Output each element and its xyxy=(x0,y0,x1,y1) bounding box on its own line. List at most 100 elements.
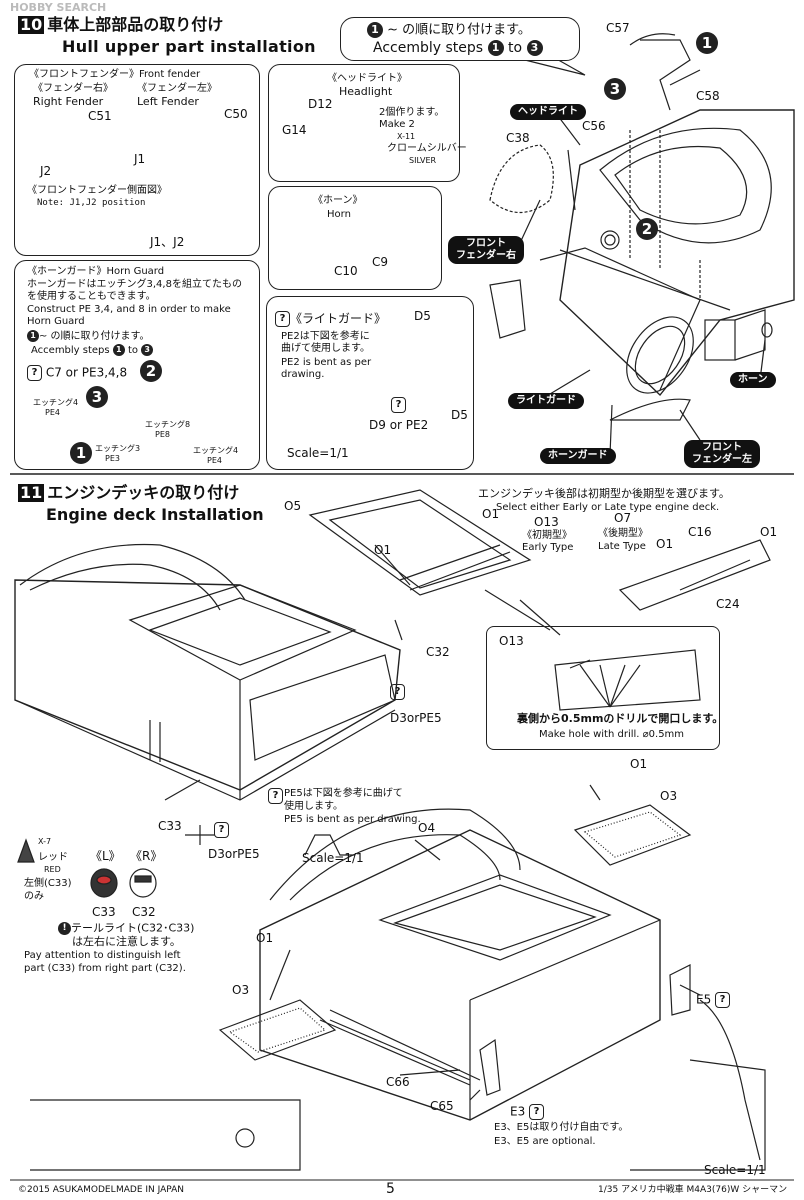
pe8-label: PE8 xyxy=(155,430,170,439)
footer-made-in: MADE IN JAPAN xyxy=(116,1185,185,1195)
label-front-fender-right: フロント フェンダー右 xyxy=(448,236,524,264)
footer-copyright: ©2015 ASUKAMODEL xyxy=(18,1185,116,1195)
horn-box: 《ホーン》 Horn xyxy=(268,186,442,290)
part-d5-a: D5 xyxy=(414,309,431,323)
step-marker-2: 2 xyxy=(140,360,162,382)
part-e5: E5 xyxy=(696,992,712,1007)
headlight-en: Headlight xyxy=(339,85,393,98)
paint-en: SILVER xyxy=(409,156,437,165)
left-fender-jp: 《フェンダー左》 xyxy=(137,83,217,94)
pe2-jp1: PE2は下図を参考に xyxy=(281,331,370,342)
label-horn: ホーン xyxy=(730,372,776,388)
paint-code-red: X-7 xyxy=(38,837,52,846)
fender-title-en: Front fender xyxy=(139,69,201,80)
label-light-guard: ライトガード xyxy=(508,393,584,409)
caution-icon: ? xyxy=(27,365,42,381)
part-c58: C58 xyxy=(696,89,720,103)
part-c57: C57 xyxy=(606,21,630,35)
right-fender-en: Right Fender xyxy=(33,95,104,108)
part-o1-d: O1 xyxy=(374,543,392,557)
hornguard-steps-en: Accembly steps xyxy=(31,345,110,356)
make2-jp: 2個作ります。 xyxy=(379,107,445,118)
step11-title-en: Engine deck Installation xyxy=(46,505,264,524)
pe5-scale: Scale=1/1 xyxy=(302,851,364,865)
pe2-en2: drawing. xyxy=(281,369,325,380)
fender-side-jp: 《フロントフェンダー側面図》 xyxy=(27,185,167,196)
part-o1-c: O1 xyxy=(760,525,778,539)
part-j2: J2 xyxy=(40,164,52,178)
fender-side-note: Note: J1,J2 position xyxy=(37,198,146,208)
o13-box-part: O13 xyxy=(499,634,524,648)
part-o1-a: O1 xyxy=(482,507,500,521)
horn-guard-box: 《ホーンガード》Horn Guard ホーンガードはエッチング3,4,8を組立て… xyxy=(14,260,260,470)
hornguard-en2: Horn Guard xyxy=(27,316,85,327)
taillight-c32: C32 xyxy=(132,905,156,919)
make2-en: Make 2 xyxy=(379,119,415,130)
hornguard-en1: Construct PE 3,4, and 8 in order to make xyxy=(27,304,231,315)
etch4-label: エッチング4 xyxy=(33,398,79,407)
step-marker-3: 3 xyxy=(86,386,108,408)
hole-en: Make hole with drill. ⌀0.5mm xyxy=(539,729,685,740)
headlight-jp: 《ヘッドライト》 xyxy=(327,73,407,84)
step10-title-jp: 車体上部部品の取り付け xyxy=(47,15,224,34)
left-only-jp2: のみ xyxy=(24,891,44,902)
callout-to: to xyxy=(507,40,523,56)
step-marker-2: 2 xyxy=(636,218,658,240)
etch8-label: エッチング8 xyxy=(145,420,191,429)
hornguard-steps-jp: ~ の順に取り付けます。 xyxy=(39,331,150,342)
optional-en: E3、E5 are optional. xyxy=(494,1136,596,1147)
part-c51: C51 xyxy=(88,109,112,123)
caution-icon: ? xyxy=(391,397,406,413)
part-o7: O7 xyxy=(614,511,632,525)
callout-jp: ~ の順に取り付けます。 xyxy=(387,22,531,38)
lightguard-jp: 《ライトガード》 xyxy=(290,311,387,326)
part-j1-j2: J1、J2 xyxy=(150,235,185,249)
kit-name: 1/35 アメリカ中戦車 M4A3(76)W シャーマン xyxy=(598,1185,788,1195)
caution-icon: ? xyxy=(715,992,731,1008)
taillight-jp1: テールライト(C32･C33) xyxy=(71,921,195,935)
part-c38: C38 xyxy=(506,131,530,145)
caution-icon: ? xyxy=(529,1104,545,1120)
part-e3: E3 xyxy=(510,1104,526,1119)
part-c56: C56 xyxy=(582,119,606,133)
part-c10: C10 xyxy=(334,264,358,278)
horn-jp: 《ホーン》 xyxy=(313,195,363,206)
front-fender-box: 《フロントフェンダー》Front fender 《フェンダー右》 Right F… xyxy=(14,64,260,256)
e5-scale: Scale=1/1 xyxy=(704,1163,766,1177)
pe5-en: PE5 is bent as per drawing. xyxy=(284,814,421,825)
hole-jp: 裏側から0.5mmのドリルで開口します。 xyxy=(517,712,724,725)
callout-en: Accembly steps xyxy=(373,40,484,56)
hornguard-jp2: を使用することもできます。 xyxy=(27,291,156,302)
taillight-en1: Pay attention to distinguish left xyxy=(24,950,181,961)
part-o1-f: O1 xyxy=(256,931,274,945)
c7-option: C7 or PE3,4,8 xyxy=(45,365,128,380)
step10-title-en: Hull upper part installation xyxy=(62,37,316,56)
part-o1-e: O1 xyxy=(630,757,648,771)
part-c9: C9 xyxy=(372,255,389,269)
part-c32: C32 xyxy=(426,645,450,659)
pe3-label: PE3 xyxy=(105,454,120,463)
part-c50: C50 xyxy=(224,107,248,121)
part-o13: O13 xyxy=(534,515,559,529)
step-marker-3: 3 xyxy=(604,78,626,100)
d9-or-pe2: D9 or PE2 xyxy=(369,418,429,432)
step11-number: 11 xyxy=(18,483,45,502)
part-o3-a: O3 xyxy=(660,789,678,803)
pe2-jp2: 曲げて使用します。 xyxy=(281,343,370,354)
assembly-callout: 1 ~ の順に取り付けます。 Accembly steps 1 to 3 xyxy=(340,17,580,61)
part-c16: C16 xyxy=(688,525,712,539)
early-jp: 《初期型》 xyxy=(522,530,572,541)
step10-number: 10 xyxy=(18,15,45,34)
part-o1-b: O1 xyxy=(656,537,674,551)
lightguard-scale: Scale=1/1 xyxy=(287,446,349,460)
left-fender-en: Left Fender xyxy=(137,95,199,108)
caution-icon: ? xyxy=(390,684,405,700)
part-d3-pe5-b: D3orPE5 xyxy=(208,847,260,861)
taillight-jp2: は左右に注意します。 xyxy=(72,935,181,948)
hornguard-jp1: ホーンガードはエッチング3,4,8を組立てたもの xyxy=(27,279,242,290)
watermark: HOBBY SEARCH xyxy=(10,1,107,14)
pe5-jp1: PE5は下図を参考に曲げて xyxy=(284,788,403,799)
part-g14: G14 xyxy=(282,123,307,137)
